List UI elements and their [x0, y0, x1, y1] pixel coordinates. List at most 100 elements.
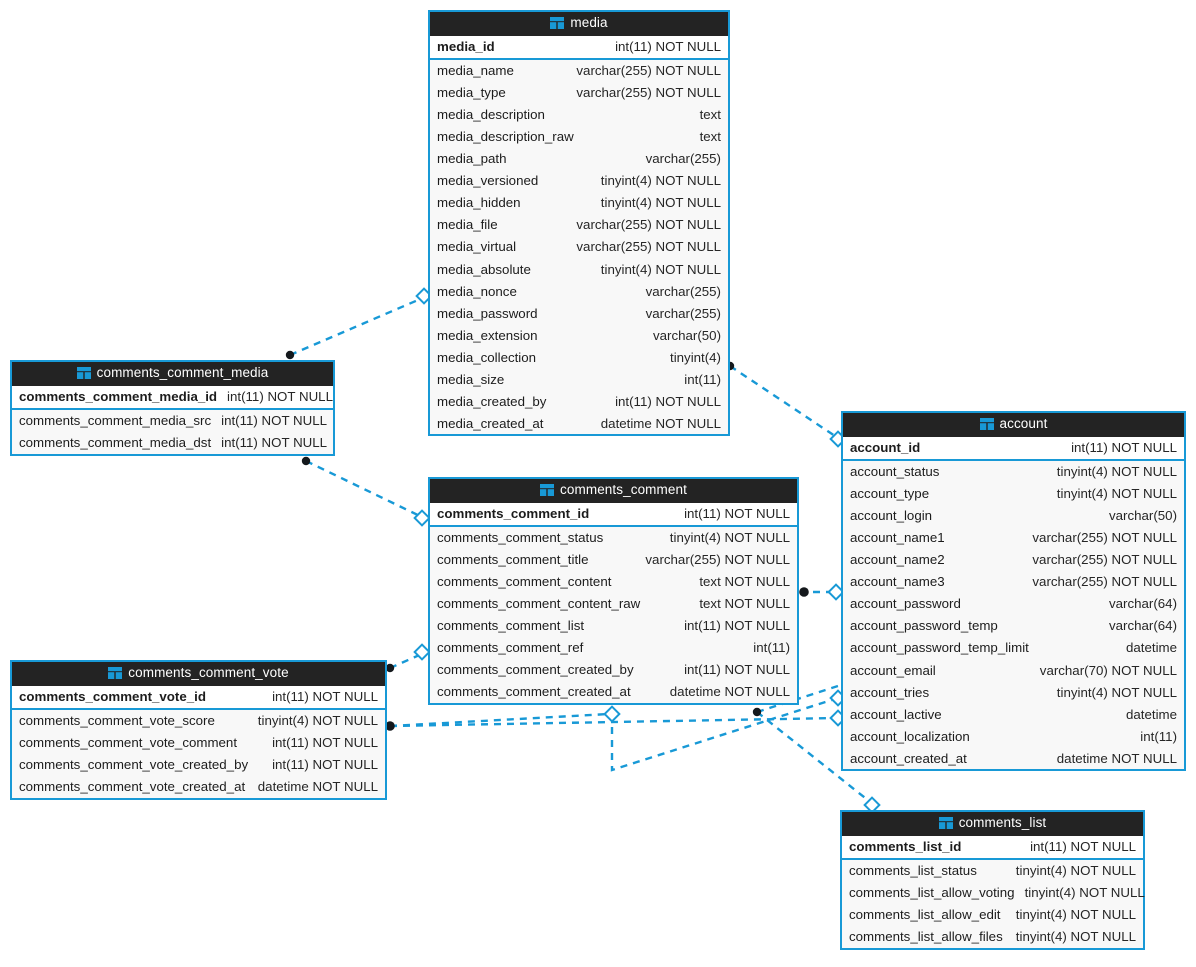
column-name: media_name	[437, 63, 514, 79]
column-name: account_localization	[850, 728, 970, 744]
table-header-comments_comment[interactable]: comments_comment	[430, 479, 797, 503]
column-name: comments_comment_vote_score	[19, 713, 215, 729]
column-name: comments_comment_created_by	[437, 662, 634, 678]
column-name: comments_comment_vote_id	[19, 689, 206, 705]
relation-ccv-account	[389, 716, 839, 728]
table-card-comments_comment[interactable]: comments_comment comments_comment_id int…	[428, 477, 799, 705]
table-row-pk-account_id[interactable]: account_id int(11) NOT NULL	[843, 436, 1184, 461]
column-type: int(11) NOT NULL	[684, 506, 790, 522]
column-name: media_password	[437, 305, 538, 321]
table-header-account[interactable]: account	[843, 413, 1184, 437]
table-header-comments_comment_media[interactable]: comments_comment_media	[12, 362, 333, 386]
table-card-comments_list[interactable]: comments_list comments_list_id int(11) N…	[840, 810, 1145, 950]
table-header-comments_list[interactable]: comments_list	[842, 812, 1143, 836]
column-type: int(11) NOT NULL	[272, 757, 378, 773]
column-type: tinyint(4) NOT NULL	[1015, 907, 1136, 923]
table-row-comments_comment_status[interactable]: comments_comment_status tinyint(4) NOT NU…	[430, 526, 797, 549]
column-type: varchar(255) NOT NULL	[576, 63, 721, 79]
table-row-pk-comments_comment_vote_id[interactable]: comments_comment_vote_id int(11) NOT NUL…	[12, 685, 385, 710]
table-card-account[interactable]: account account_id int(11) NOT NULL acco…	[841, 411, 1186, 772]
column-type: int(11) NOT NULL	[615, 39, 721, 55]
table-title-comments_comment_vote: comments_comment_vote	[128, 665, 289, 680]
column-type: tinyint(4) NOT NULL	[669, 530, 790, 546]
column-type: int(11) NOT NULL	[684, 618, 790, 634]
relation-ccm-media	[289, 295, 426, 357]
table-row-media_name[interactable]: media_name varchar(255) NOT NULL	[430, 59, 728, 82]
table-row-pk-media_id[interactable]: media_id int(11) NOT NULL	[430, 35, 728, 60]
table-header-comments_comment_vote[interactable]: comments_comment_vote	[12, 662, 385, 686]
endpoint-dot	[285, 350, 295, 360]
table-title-account: account	[999, 416, 1048, 431]
table-card-comments_comment_vote[interactable]: comments_comment_vote comments_comment_v…	[10, 660, 387, 800]
column-type: datetime	[1126, 640, 1177, 656]
column-name: comments_comment_content	[437, 574, 612, 590]
column-name: account_name2	[850, 552, 945, 568]
table-card-media[interactable]: media media_id int(11) NOT NULL media_na…	[428, 10, 730, 437]
column-name: comments_list_id	[849, 839, 962, 855]
table-header-media[interactable]: media	[430, 12, 728, 36]
table-card-comments_comment_media[interactable]: comments_comment_media comments_comment_…	[10, 360, 335, 456]
column-name: account_created_at	[850, 750, 967, 766]
column-type: int(11) NOT NULL	[615, 393, 721, 409]
column-name: media_created_at	[437, 415, 544, 431]
table-row-pk-comments_comment_media_id[interactable]: comments_comment_media_id int(11) NOT NU…	[12, 385, 333, 410]
table-row-pk-comments_comment_id[interactable]: comments_comment_id int(11) NOT NULL	[430, 502, 797, 527]
column-type: varchar(255)	[645, 151, 721, 167]
column-name: comments_comment_vote_comment	[19, 735, 238, 751]
table-row-pk-comments_list_id[interactable]: comments_list_id int(11) NOT NULL	[842, 835, 1143, 860]
column-name: comments_comment_status	[437, 530, 604, 546]
column-name: account_login	[850, 508, 933, 524]
column-name: media_virtual	[437, 239, 517, 255]
column-type: tinyint(4)	[670, 349, 721, 365]
endpoint-dot	[385, 663, 395, 673]
